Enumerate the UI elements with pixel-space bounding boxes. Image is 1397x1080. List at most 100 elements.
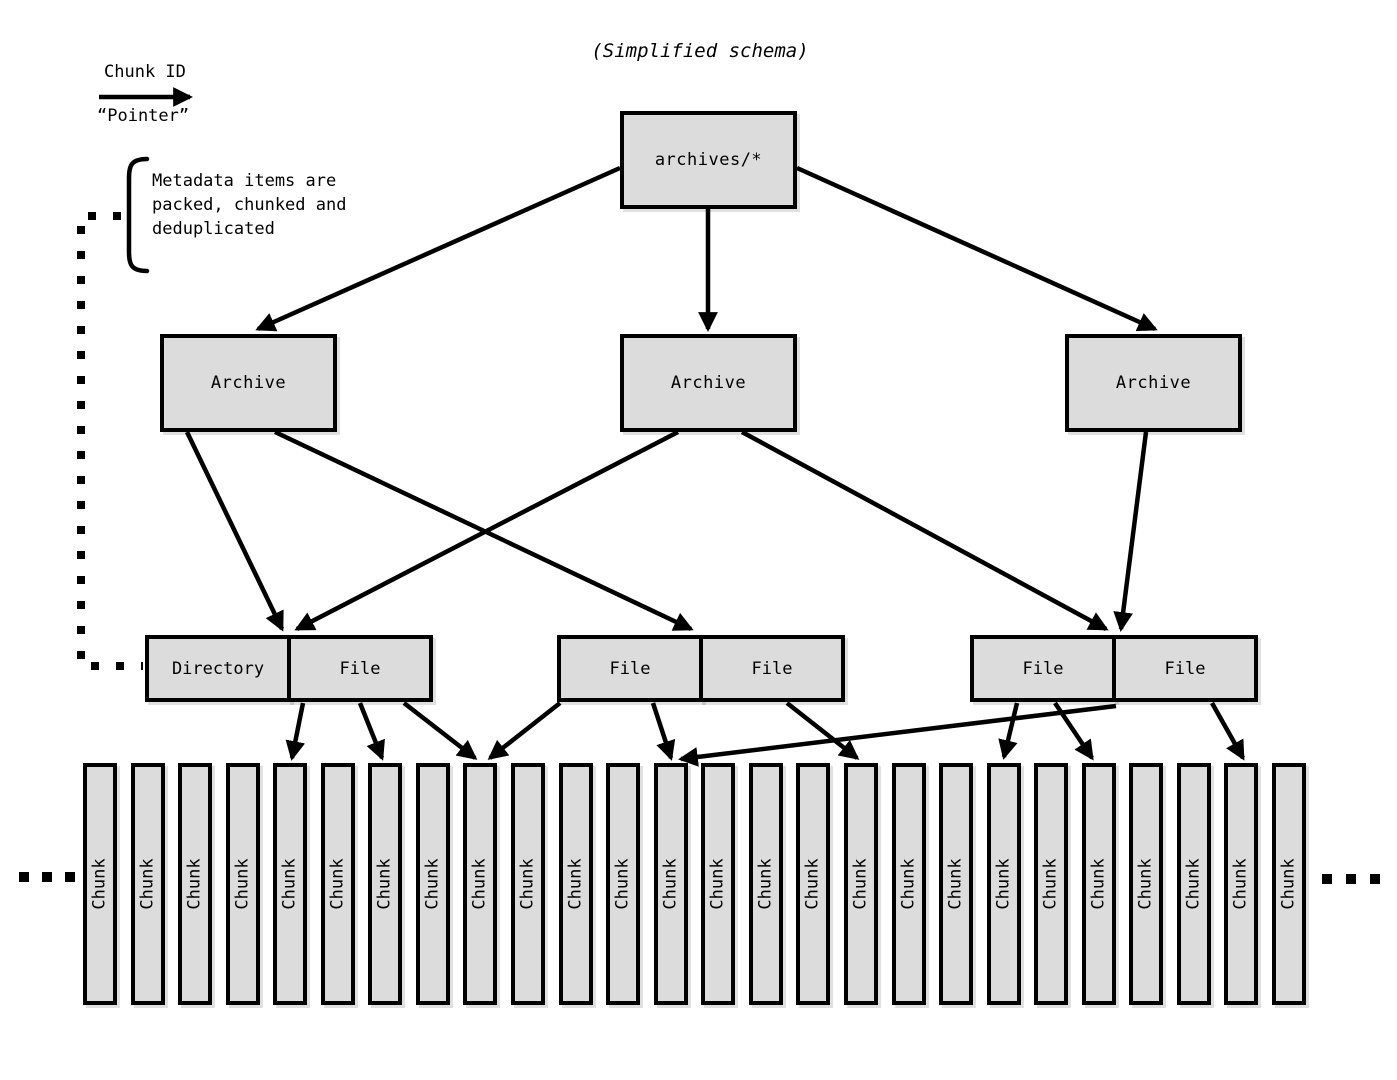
chunk-18: Chunk <box>892 763 926 1005</box>
node-archive-2: Archive <box>620 334 797 432</box>
chunk-label: Chunk <box>518 858 538 910</box>
node-label: Archive <box>1115 373 1192 393</box>
chunk-10: Chunk <box>511 763 545 1005</box>
chunk-25: Chunk <box>1224 763 1258 1005</box>
edge-pair-1-file-to-chunk-5 <box>285 702 306 761</box>
edge-pair-1-file-to-chunk-9 <box>402 701 478 760</box>
edge-pair-2-file-2-to-chunk-17 <box>785 701 860 760</box>
chunk-label: Chunk <box>613 858 633 910</box>
chunk-19: Chunk <box>939 763 973 1005</box>
edge-archive-2-to-pair-1 <box>294 430 680 631</box>
chunk-15: Chunk <box>749 763 783 1005</box>
chunk-label: Chunk <box>90 858 110 910</box>
ellipsis-dot <box>1370 874 1380 884</box>
node-archives-root: archives/* <box>620 111 797 209</box>
edge-archive-1-to-pair-1 <box>184 431 285 632</box>
node-pair-3: File File <box>970 635 1258 702</box>
edge-pair-2-file-1-to-chunk-13 <box>650 702 676 761</box>
chunk-label: Chunk <box>661 858 681 910</box>
chunk-6: Chunk <box>321 763 355 1005</box>
chunk-label: Chunk <box>899 858 919 910</box>
chunk-label: Chunk <box>138 858 158 910</box>
edge-archive-3-to-pair-3 <box>1113 431 1149 632</box>
chunk-8: Chunk <box>416 763 450 1005</box>
pair-cell-file-2: File <box>287 635 433 702</box>
node-label: File <box>1022 658 1064 679</box>
node-label: File <box>609 658 651 679</box>
node-label: File <box>1164 658 1206 679</box>
chunk-24: Chunk <box>1177 763 1211 1005</box>
edge-root-to-archive-1 <box>255 165 621 332</box>
legend-label: Chunk ID <box>104 62 186 82</box>
ellipsis-dot <box>42 872 52 882</box>
chunk-label: Chunk <box>423 858 443 910</box>
ellipsis-dot <box>19 872 29 882</box>
chunk-label: Chunk <box>1089 858 1109 910</box>
chunk-label: Chunk <box>1184 858 1204 910</box>
pair-cell-directory-1: Directory <box>145 635 291 702</box>
legend-sublabel: “Pointer” <box>97 106 190 126</box>
node-archive-1: Archive <box>160 334 337 432</box>
chunk-label: Chunk <box>1136 858 1156 910</box>
node-pair-1: Directory File <box>145 635 433 702</box>
node-label: File <box>339 658 381 679</box>
chunk-label: Chunk <box>280 858 300 910</box>
chunk-12: Chunk <box>606 763 640 1005</box>
annotation-brace <box>126 156 150 274</box>
chunk-22: Chunk <box>1082 763 1116 1005</box>
chunk-7: Chunk <box>368 763 402 1005</box>
chunk-26: Chunk <box>1272 763 1306 1005</box>
chunk-5: Chunk <box>273 763 307 1005</box>
chunk-21: Chunk <box>1034 763 1068 1005</box>
ellipsis-dot <box>1322 874 1332 884</box>
node-label: archives/* <box>654 150 763 170</box>
chunk-label: Chunk <box>1231 858 1251 910</box>
ellipsis-dot <box>1346 874 1356 884</box>
pair-cell-file-1: File <box>970 635 1116 702</box>
edge-root-to-archive-3 <box>796 165 1158 332</box>
edge-pair-3-file-1-to-chunk-13 <box>678 703 1117 767</box>
ellipsis-dot <box>65 872 75 882</box>
annotation-line: Metadata items are <box>152 171 337 191</box>
edge-pair-2-file-1-to-chunk-9 <box>487 701 562 760</box>
chunk-4: Chunk <box>226 763 260 1005</box>
edge-pair-1-file-to-chunk-7 <box>357 702 385 761</box>
chunk-23: Chunk <box>1129 763 1163 1005</box>
chunk-label: Chunk <box>185 858 205 910</box>
pair-cell-file-2: File <box>1112 635 1258 702</box>
chunk-label: Chunk <box>233 858 253 910</box>
chunk-label: Chunk <box>708 858 728 910</box>
annotation-text: Metadata items are packed, chunked and d… <box>152 169 346 241</box>
chunk-3: Chunk <box>178 763 212 1005</box>
chunk-17: Chunk <box>844 763 878 1005</box>
chunk-13: Chunk <box>654 763 688 1005</box>
annotation-line: deduplicated <box>152 219 275 239</box>
chunk-1: Chunk <box>83 763 117 1005</box>
chunk-label: Chunk <box>566 858 586 910</box>
node-label: Archive <box>670 373 747 393</box>
chunk-label: Chunk <box>328 858 348 910</box>
edge-archive-2-to-pair-3 <box>740 430 1109 631</box>
edge-pair-3-file-1-to-chunk-20 <box>998 702 1020 760</box>
chunk-20: Chunk <box>987 763 1021 1005</box>
node-label: File <box>751 658 793 679</box>
chunk-16: Chunk <box>796 763 830 1005</box>
chunk-11: Chunk <box>559 763 593 1005</box>
chunk-label: Chunk <box>1041 858 1061 910</box>
edge-pair-3-file-1-to-chunk-22 <box>1053 701 1094 761</box>
dotted-connector <box>77 212 143 670</box>
pair-cell-file-1: File <box>557 635 703 702</box>
node-label: Directory <box>171 658 265 679</box>
chunk-label: Chunk <box>851 858 871 910</box>
chunk-label: Chunk <box>994 858 1014 910</box>
chunk-label: Chunk <box>375 858 395 910</box>
edge-pair-3-file-2-to-chunk-25 <box>1210 701 1245 761</box>
chunk-label: Chunk <box>756 858 776 910</box>
node-archive-3: Archive <box>1065 334 1242 432</box>
annotation-line: packed, chunked and <box>152 195 347 215</box>
pair-cell-file-2: File <box>699 635 845 702</box>
node-pair-2: File File <box>557 635 845 702</box>
node-label: Archive <box>210 373 287 393</box>
